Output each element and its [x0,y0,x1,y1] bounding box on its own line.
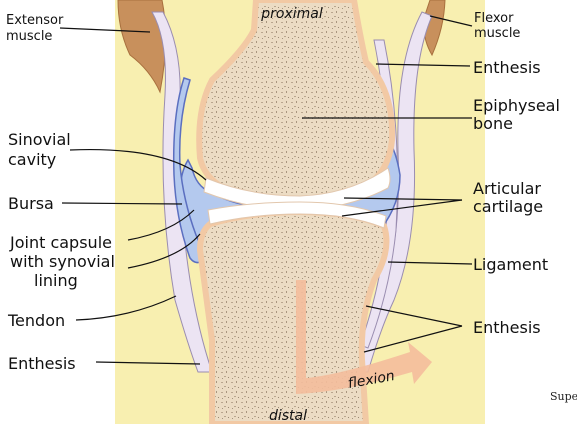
enthesis-top-leader [375,63,471,67]
flexion-arrow [296,280,432,394]
sinovial-leader [69,149,207,181]
enthesis-right-label: Enthesis [473,318,541,337]
bursa-label: Bursa [8,194,54,213]
bursa-leader [61,202,183,205]
tendon-label: Tendon [7,311,65,330]
tendon-leader [75,295,177,321]
articular-leader-1 [343,197,463,201]
enthesis-top-label: Enthesis [473,58,541,77]
capsule-leader-2 [127,233,201,269]
enthesis-right-leader-2 [363,325,463,353]
enthesis-left-label: Enthesis [8,354,76,373]
articular-leader-2 [341,199,463,217]
capsule-leader-1 [127,209,195,241]
proximal-label: proximal [260,6,323,22]
ligament-label: Ligament [473,255,548,274]
extensor-leader [59,27,151,33]
ligament-leader [387,261,473,265]
enthesis-right-leader-1 [365,305,463,327]
distal-label: distal [269,408,307,424]
distal-bone [196,208,390,424]
articular-cartilage-lower [207,201,387,229]
enthesis-left-leader [95,361,201,365]
flexor-leader [429,15,473,27]
credit-text: Supe [550,390,577,403]
